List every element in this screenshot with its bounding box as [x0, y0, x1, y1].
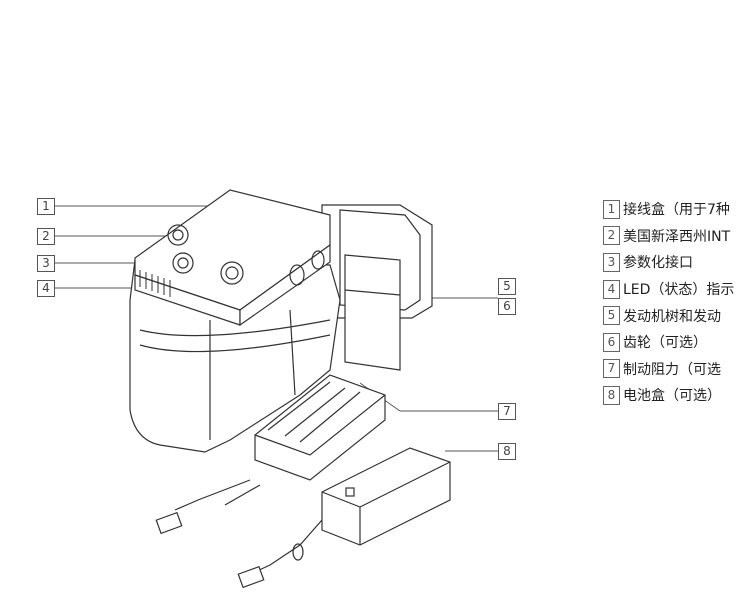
legend-number: 5 [603, 306, 620, 326]
callout-6: 6 [498, 298, 516, 315]
legend-number: 4 [603, 279, 620, 299]
legend-number: 6 [603, 332, 620, 352]
callout-4: 4 [37, 280, 55, 297]
legend-number: 3 [603, 252, 620, 272]
legend-text: 接线盒（用于7种 [623, 202, 730, 219]
callout-3: 3 [37, 255, 55, 272]
callout-5: 5 [498, 278, 516, 295]
legend-number: 2 [603, 226, 620, 246]
callout-1: 1 [37, 198, 55, 215]
callout-7: 7 [498, 403, 516, 420]
legend-text: 齿轮（可选） [623, 335, 707, 352]
motor-body [129, 189, 341, 453]
legend-text: 参数化接口 [623, 255, 693, 272]
legend-text: 美国新泽西州INT [623, 228, 731, 245]
legend-text: LED（状态）指示 [623, 282, 735, 299]
legend-text: 发动机树和发动 [623, 308, 721, 325]
brake-resistor [155, 374, 386, 535]
legend-text: 电池盒（可选） [623, 388, 721, 405]
callout-8: 8 [498, 443, 516, 460]
legend-text: 制动阻力（可选 [623, 361, 721, 378]
legend-number: 7 [603, 359, 620, 379]
callout-2: 2 [37, 228, 55, 245]
legend-number: 1 [603, 199, 620, 219]
legend-number: 8 [603, 385, 620, 405]
gearbox [321, 204, 433, 371]
battery-box [237, 447, 451, 589]
